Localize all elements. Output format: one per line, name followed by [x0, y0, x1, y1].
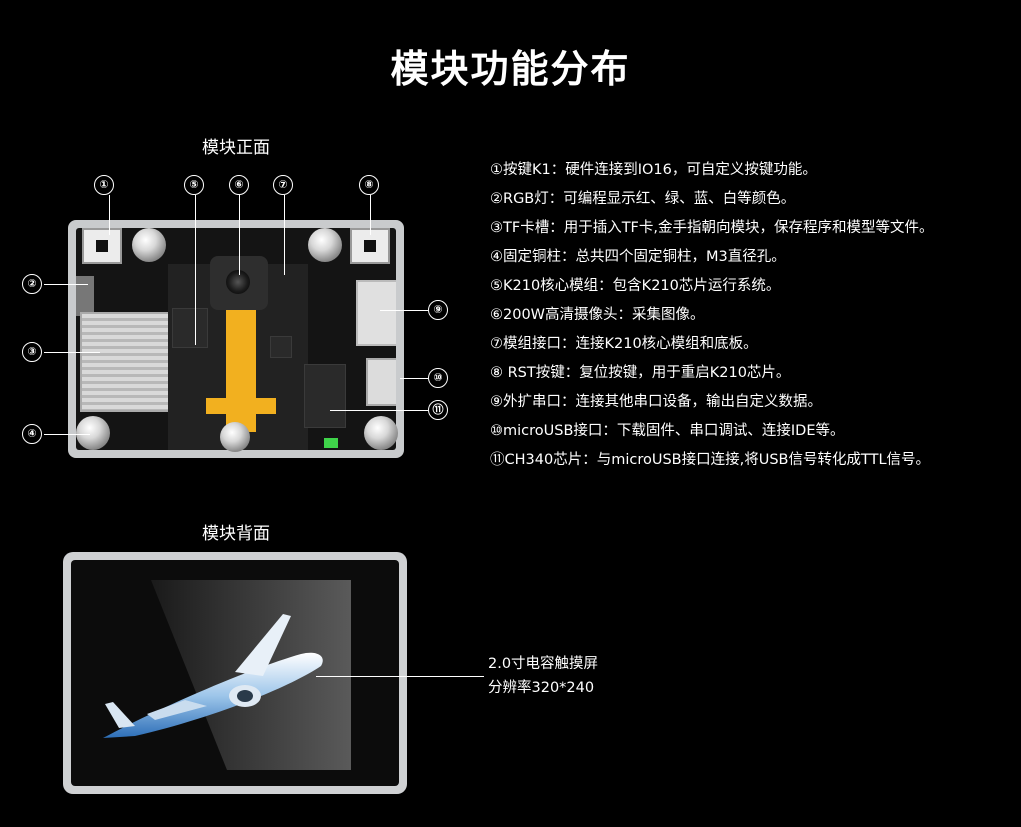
screw-icon [76, 416, 110, 450]
flex-cable-connector [206, 398, 276, 414]
screen-size-text: 2.0寸电容触摸屏 [488, 656, 599, 672]
feature-item: ⑤K210核心模组：包含K210芯片运行系统。 [490, 278, 781, 294]
leader-line [44, 352, 100, 353]
marker-10: ⑩ [428, 368, 448, 388]
feature-item: ⑧ RST按键：复位按键，用于重启K210芯片。 [490, 365, 791, 381]
marker-1: ① [94, 175, 114, 195]
leader-line [330, 410, 428, 411]
uart-header [356, 280, 396, 346]
screw-icon [132, 228, 166, 262]
feature-item: ②RGB灯：可编程显示红、绿、蓝、白等颜色。 [490, 191, 796, 207]
leader-line [284, 195, 285, 275]
feature-item: ⑦模组接口：连接K210核心模组和底板。 [490, 336, 758, 352]
front-view-label: 模块正面 [202, 138, 270, 158]
screen-leader-line [316, 676, 484, 677]
leader-line [44, 284, 88, 285]
rgb-led-part [76, 276, 94, 316]
camera-lens-icon [226, 270, 250, 294]
feature-item: ⑩microUSB接口：下载固件、串口调试、连接IDE等。 [490, 423, 845, 439]
touch-screen [71, 560, 399, 786]
marker-7: ⑦ [273, 175, 293, 195]
back-board-image [63, 552, 407, 794]
small-chip [270, 336, 292, 358]
marker-3: ③ [22, 342, 42, 362]
feature-list: ①按键K1：硬件连接到IO16，可自定义按键功能。 ②RGB灯：可编程显示红、绿… [490, 158, 1010, 477]
feature-item: ④固定铜柱：总共四个固定铜柱，M3直径孔。 [490, 249, 786, 265]
front-board-pcb [76, 228, 396, 450]
camera-module [210, 256, 268, 310]
leader-line [44, 434, 90, 435]
leader-line [370, 195, 371, 235]
tf-card-slot [80, 312, 176, 412]
feature-item: ⑥200W高清摄像头：采集图像。 [490, 307, 705, 323]
marker-5: ⑤ [184, 175, 204, 195]
leader-line [380, 310, 428, 311]
ch340-chip [304, 364, 346, 428]
marker-9: ⑨ [428, 300, 448, 320]
module-chip [172, 308, 208, 348]
marker-2: ② [22, 274, 42, 294]
feature-item: ⑪CH340芯片：与microUSB接口连接,将USB信号转化成TTL信号。 [490, 452, 931, 468]
leader-line [109, 195, 110, 235]
marker-11: ⑪ [428, 400, 448, 420]
page-title: 模块功能分布 [390, 47, 631, 91]
screen-description: 2.0寸电容触摸屏 分辨率320*240 [488, 652, 598, 700]
power-led [324, 438, 338, 448]
leader-line [195, 195, 196, 345]
leader-line [400, 378, 428, 379]
feature-item: ①按键K1：硬件连接到IO16，可自定义按键功能。 [490, 162, 817, 178]
feature-item: ③TF卡槽：用于插入TF卡,金手指朝向模块，保存程序和模型等文件。 [490, 220, 934, 236]
back-view-label: 模块背面 [202, 524, 270, 544]
screw-icon [364, 416, 398, 450]
leader-line [239, 195, 240, 275]
front-board-image [68, 220, 404, 458]
k1-button [82, 228, 122, 264]
screen-resolution-text: 分辨率320*240 [488, 680, 595, 696]
marker-6: ⑥ [229, 175, 249, 195]
screw-icon [220, 422, 250, 452]
micro-usb-port [366, 358, 396, 406]
feature-item: ⑨外扩串口：连接其他串口设备，输出自定义数据。 [490, 394, 822, 410]
marker-4: ④ [22, 424, 42, 444]
marker-8: ⑧ [359, 175, 379, 195]
screw-icon [308, 228, 342, 262]
airplane-icon [103, 614, 323, 738]
